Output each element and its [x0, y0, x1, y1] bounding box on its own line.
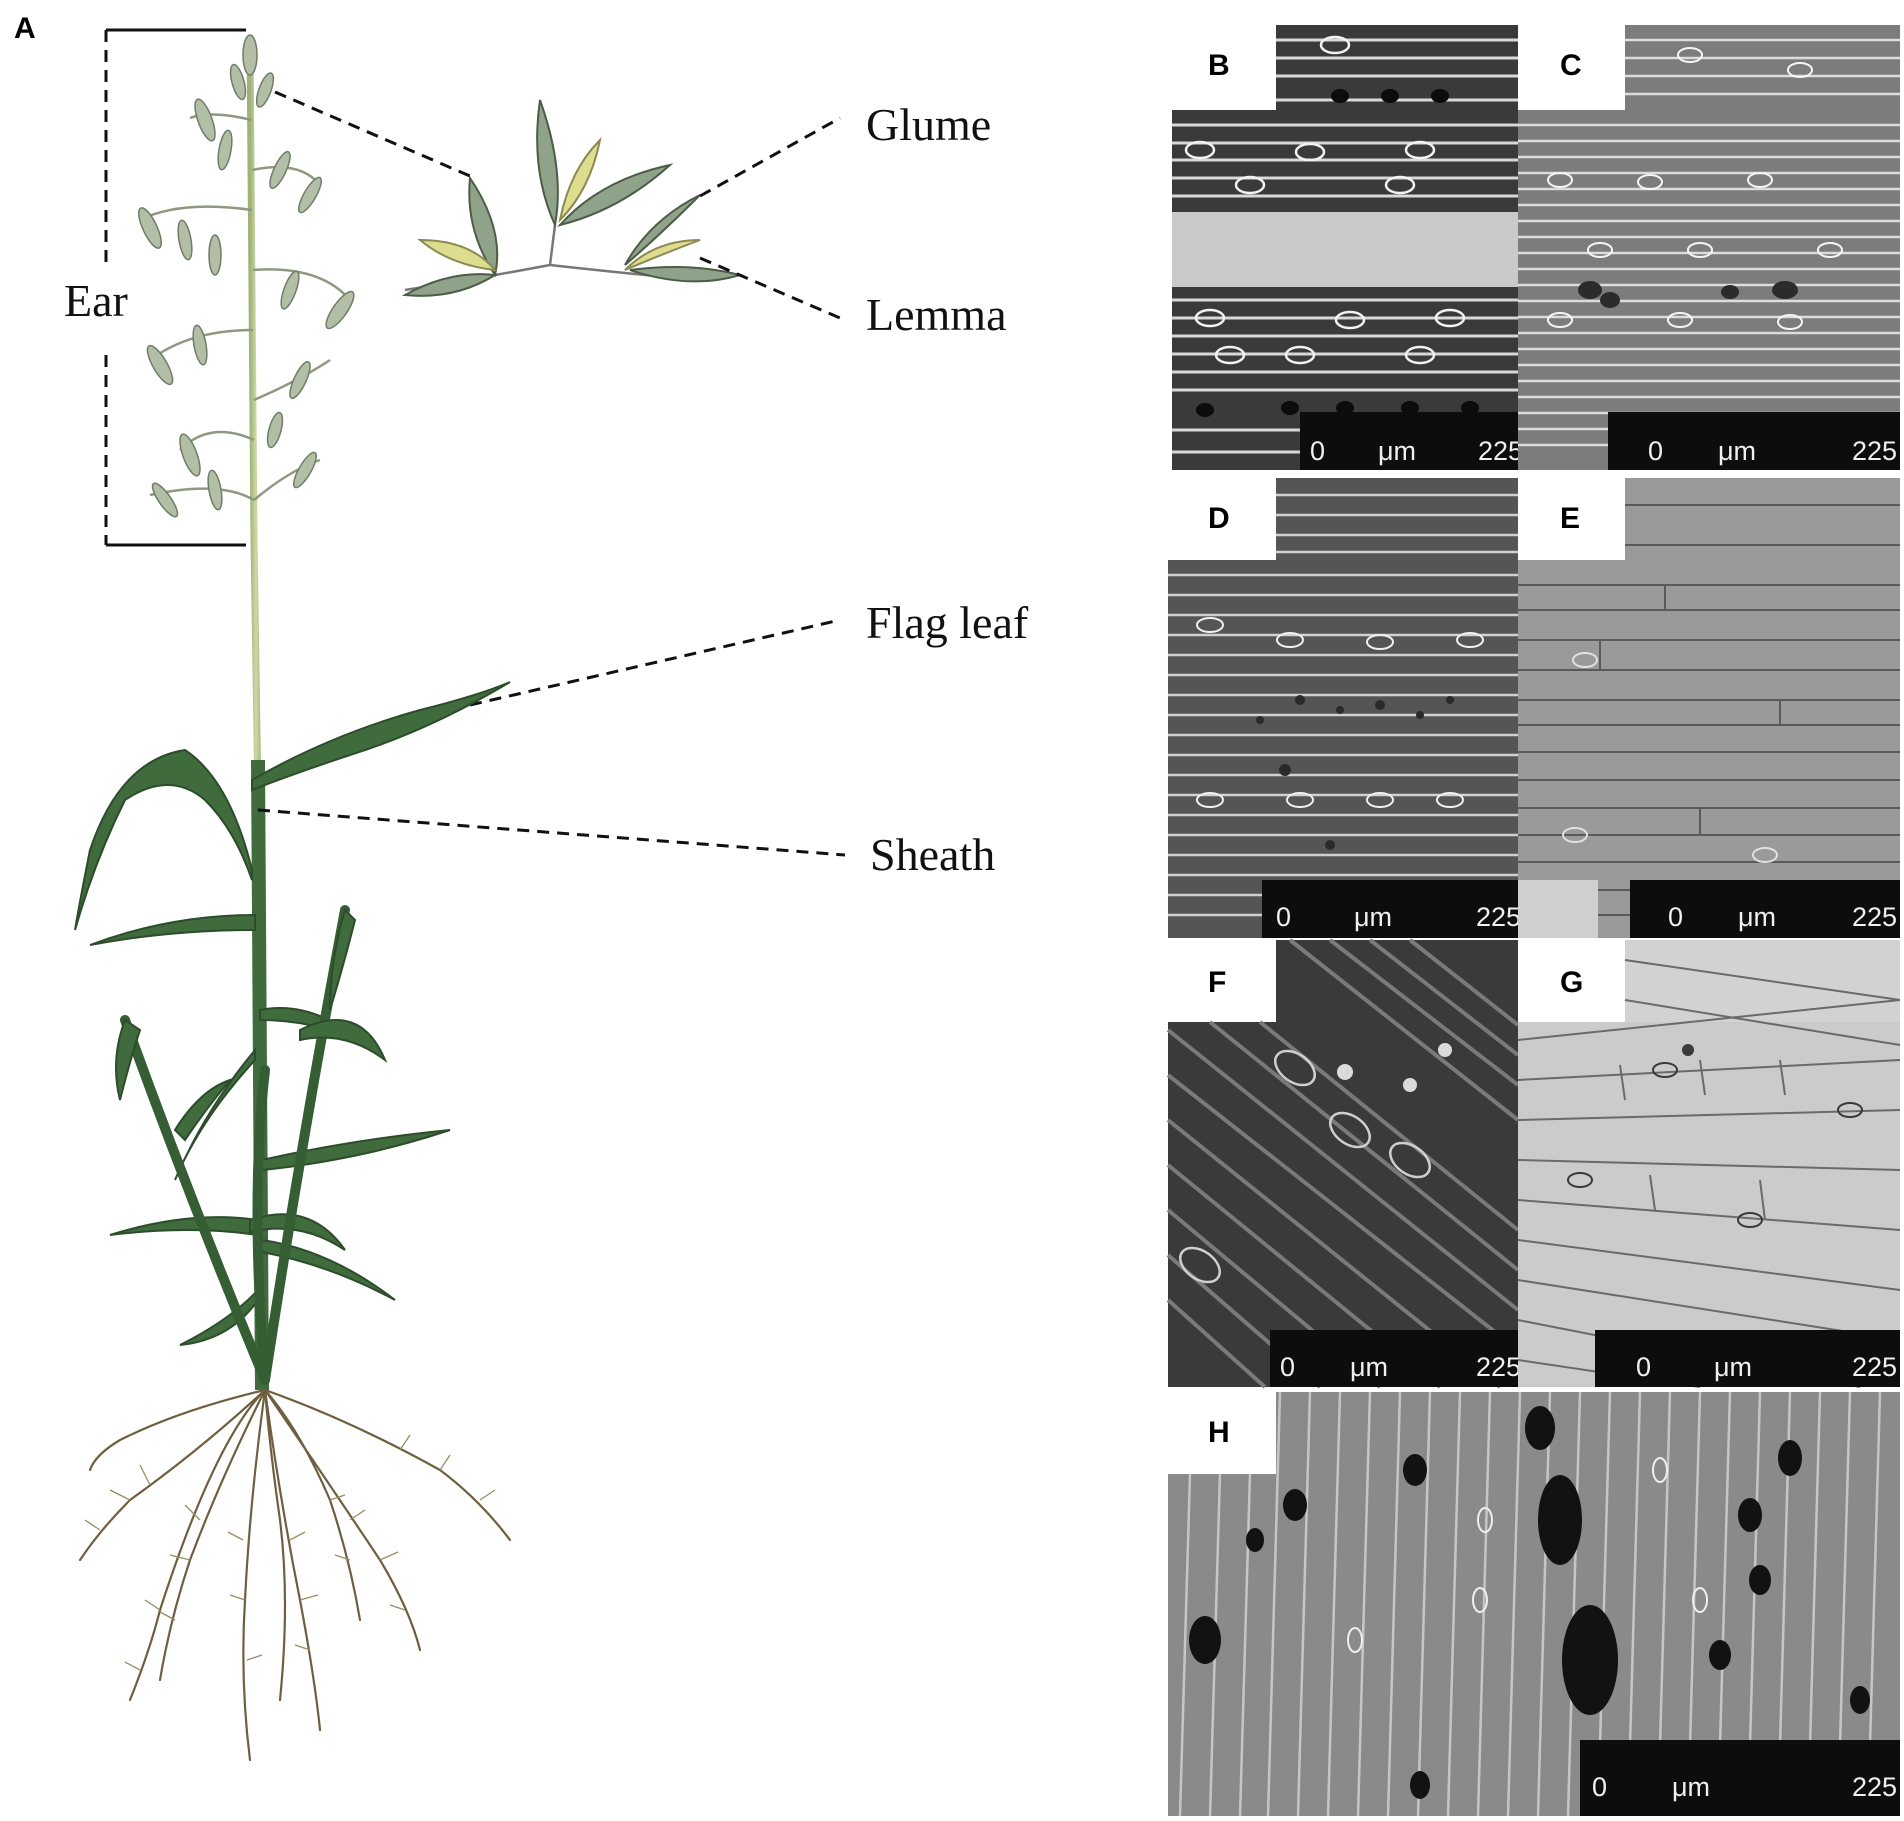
scale-c-start: 0 [1648, 436, 1663, 466]
scale-d-start: 0 [1276, 902, 1291, 932]
micrograph-g-letter: G [1560, 966, 1583, 999]
lemma-label: Lemma [866, 289, 1007, 340]
micrograph-d [1168, 478, 1518, 938]
scale-c-unit: μm [1718, 436, 1756, 466]
scale-c-end: 225 [1852, 436, 1897, 466]
micrograph-c [1518, 25, 1900, 470]
scale-e-unit: μm [1738, 902, 1776, 932]
scale-d-end: 225 [1476, 902, 1521, 932]
scale-g-unit: μm [1714, 1352, 1752, 1382]
micrograph-d-letter: D [1208, 502, 1230, 535]
micrograph-g [1517, 940, 1901, 1388]
callout-lines [257, 90, 846, 857]
micrograph-grid: 0 μm 225 B 0 μm 225 C [1166, 25, 1901, 1817]
scalebar-f [1270, 1330, 1518, 1387]
micrograph-h [1168, 1391, 1900, 1817]
panicle [139, 113, 351, 502]
scale-h-unit: μm [1672, 1772, 1710, 1802]
micrograph-f-letter: F [1208, 966, 1226, 999]
spikelet-detail [401, 99, 744, 297]
sheath-label: Sheath [870, 829, 995, 880]
scale-e-end: 225 [1852, 902, 1897, 932]
scale-b-start: 0 [1310, 436, 1325, 466]
micrograph-h-letter: H [1208, 1416, 1230, 1449]
panel-a-letter: A [14, 12, 36, 45]
scale-f-start: 0 [1280, 1352, 1295, 1382]
scale-e-start: 0 [1668, 902, 1683, 932]
micrograph-b-letter: B [1208, 49, 1230, 82]
scale-d-unit: μm [1354, 902, 1392, 932]
lower-leaves [89, 913, 451, 1346]
flag-leaf-label: Flag leaf [866, 597, 1029, 648]
tillers [120, 905, 350, 1385]
left-upper-leaf [74, 748, 253, 931]
panel-a: A Ear [14, 12, 1029, 1762]
glume-label: Glume [866, 99, 991, 150]
scale-b-unit: μm [1378, 436, 1416, 466]
roots [78, 1388, 512, 1762]
spikelets [137, 34, 355, 518]
ear-label: Ear [64, 275, 128, 326]
micrograph-b [1172, 25, 1518, 470]
scalebar-g [1595, 1330, 1900, 1387]
tiller-leaves [115, 908, 388, 1142]
scale-f-end: 225 [1476, 1352, 1521, 1382]
ear-bracket [104, 28, 246, 547]
flag-leaf [251, 681, 511, 792]
scale-h-start: 0 [1592, 1772, 1607, 1802]
micrograph-c-letter: C [1560, 49, 1582, 82]
scalebar-d [1262, 880, 1518, 938]
micrograph-f [1166, 938, 1520, 1389]
scale-b-end: 225 [1478, 436, 1523, 466]
scale-g-start: 0 [1636, 1352, 1651, 1382]
scalebar-b [1300, 412, 1518, 470]
micrograph-e-letter: E [1560, 502, 1580, 535]
scale-h-end: 225 [1852, 1772, 1897, 1802]
scale-f-unit: μm [1350, 1352, 1388, 1382]
scale-g-end: 225 [1852, 1352, 1897, 1382]
micrograph-e [1518, 478, 1900, 938]
scalebar-e [1630, 880, 1900, 938]
scalebar-h [1580, 1740, 1900, 1816]
root-hairs [84, 1434, 496, 1671]
scalebar-c [1608, 412, 1900, 470]
